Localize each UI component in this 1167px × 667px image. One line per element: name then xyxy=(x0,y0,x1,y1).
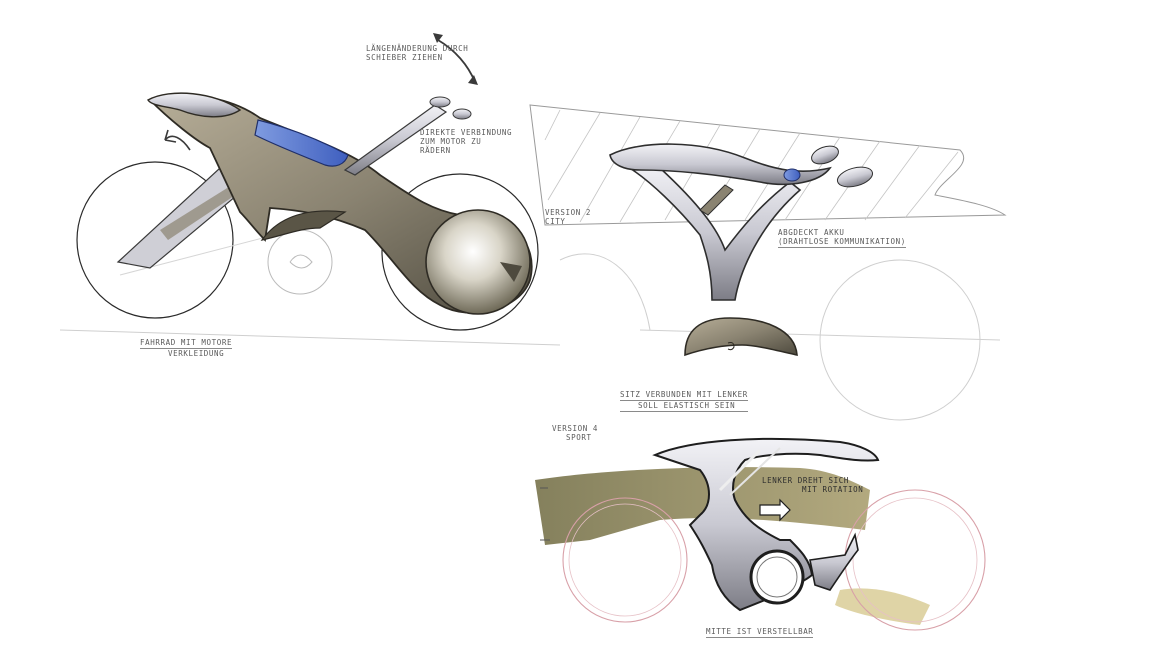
note-line: SITZ VERBUNDEN MIT LENKER xyxy=(620,390,748,401)
note-handlebar-rotates: LENKER DREHT SICH MIT ROTATION xyxy=(762,476,863,494)
forward-arrow-icon xyxy=(759,498,791,522)
battery-pack xyxy=(254,119,349,167)
note-line: MITTE IST VERSTELLBAR xyxy=(706,627,814,638)
back-arrow-icon xyxy=(164,129,191,151)
center-ring xyxy=(749,549,805,605)
rear-wheel-3 xyxy=(562,497,688,623)
note-line: CITY xyxy=(545,217,566,226)
bike-sketch-2 xyxy=(529,104,1007,421)
bike-sketch-1 xyxy=(59,92,561,346)
seat-2 xyxy=(609,143,832,186)
note-line: LÄNGENÄNDERUNG DURCH xyxy=(366,44,469,53)
handlebar-1 xyxy=(343,104,448,176)
curved-double-arrow-icon xyxy=(433,33,478,85)
note-line: FAHRRAD MIT MOTORE xyxy=(140,338,233,349)
note-battery-cover: ABGDECKT AKKU (DRAHTLOSE KOMMUNIKATION) xyxy=(778,228,906,248)
olive-marker-swash xyxy=(535,467,870,545)
note-line: LENKER DREHT SICH xyxy=(762,476,849,485)
hatched-panel xyxy=(529,104,1007,226)
crank-ghost xyxy=(267,229,333,295)
y-frame xyxy=(624,164,802,301)
note-line: VERSION 2 xyxy=(545,208,592,217)
note-line: RÄDERN xyxy=(420,146,451,155)
note-line: SCHIEBER ZIEHEN xyxy=(366,53,443,62)
rear-wheel-1 xyxy=(76,161,234,319)
note-length-adjust: LÄNGENÄNDERUNG DURCH SCHIEBER ZIEHEN xyxy=(366,44,468,62)
note-bicycle-motor: FAHRRAD MIT MOTORE VERKLEIDUNG xyxy=(140,338,233,358)
note-seat-connected: SITZ VERBUNDEN MIT LENKER SOLL ELASTISCH… xyxy=(620,390,748,412)
note-line: DIREKTE VERBINDUNG xyxy=(420,128,513,137)
hub-base-2 xyxy=(684,317,798,357)
note-center-adjustable: MITTE IST VERSTELLBAR xyxy=(706,627,814,638)
front-wheel-1 xyxy=(381,173,539,331)
note-line: (DRAHTLOSE KOMMUNIKATION) xyxy=(778,237,906,248)
bike-sketch-3 xyxy=(535,437,986,631)
front-hub xyxy=(425,209,531,315)
saddle-1 xyxy=(146,92,242,118)
note-line: SOLL ELASTISCH SEIN xyxy=(620,401,748,412)
note-version-2: VERSION 2 CITY xyxy=(545,208,591,226)
note-line: ABGDECKT AKKU xyxy=(778,228,845,237)
note-line: MIT ROTATION xyxy=(802,485,864,494)
frame-3 xyxy=(652,437,880,612)
note-line: ZUM MOTOR ZU xyxy=(420,137,482,146)
note-direct-connection: DIREKTE VERBINDUNG ZUM MOTOR ZU RÄDERN xyxy=(420,128,512,155)
note-line: VERSION 4 xyxy=(552,424,599,433)
note-version-4: VERSION 4 SPORT xyxy=(552,424,598,442)
note-line: VERKLEIDUNG xyxy=(168,349,225,358)
note-line: SPORT xyxy=(566,433,592,442)
